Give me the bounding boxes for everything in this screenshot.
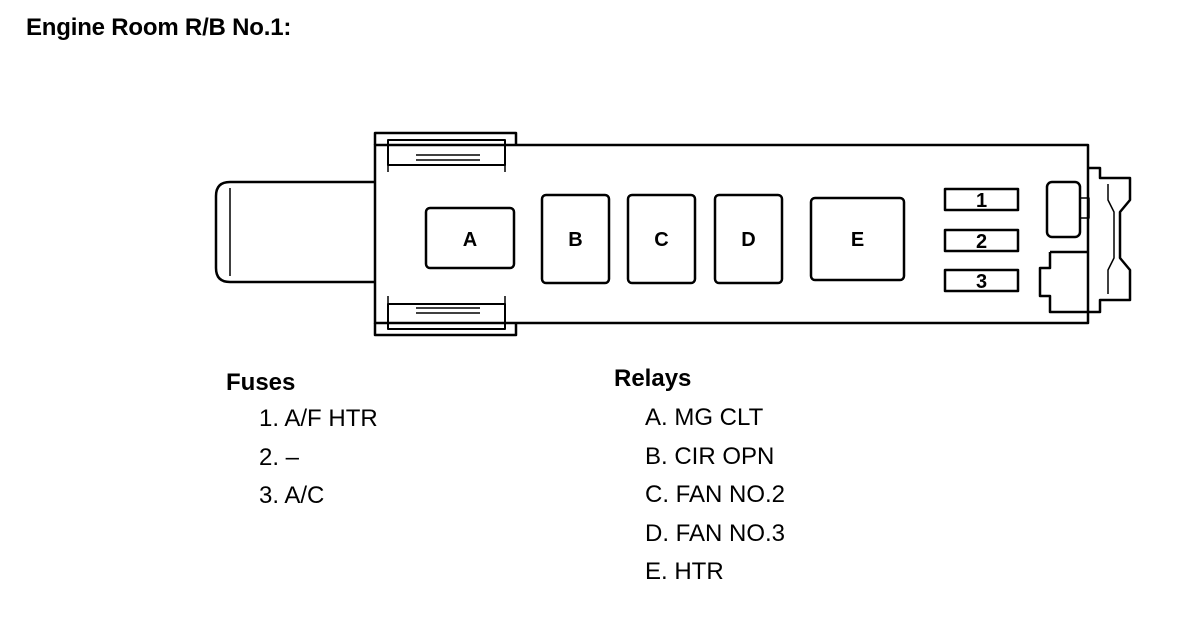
- fuse-item: 2. –: [259, 443, 300, 471]
- relays-list: A. MG CLT B. CIR OPN C. FAN NO.2 D. FAN …: [645, 399, 785, 592]
- fuses-list: 1. A/F HTR 2. – 3. A/C: [259, 400, 378, 516]
- bottom-latch: [373, 296, 518, 337]
- fuse-item: 1. A/F HTR: [259, 405, 378, 432]
- top-latch: [373, 131, 518, 172]
- relay-label-b: B: [568, 229, 582, 251]
- relay-item: B. CIR OPN: [645, 442, 775, 470]
- relay-box-d: [713, 193, 784, 285]
- fuse-slot-3: [943, 268, 1020, 293]
- relay-box-b: [540, 193, 611, 285]
- fuse-slot-1: [943, 187, 1020, 212]
- left-connector: [214, 180, 375, 284]
- page-title: Engine Room R/B No.1:: [26, 14, 292, 41]
- fuse-slot-label-3: 3: [976, 271, 987, 293]
- relay-box-a: [424, 206, 516, 270]
- relay-box-c: [626, 193, 697, 285]
- fuse-slot-2: [943, 228, 1020, 253]
- relays-heading: Relays: [614, 365, 692, 392]
- relay-item: E. HTR: [645, 558, 724, 585]
- relay-item: C. FAN NO.2: [645, 481, 786, 508]
- fuse-item: 3. A/C: [259, 482, 325, 509]
- fuse-slot-label-1: 1: [976, 190, 987, 212]
- relay-label-d: D: [741, 229, 755, 251]
- relay-item: A. MG CLT: [645, 404, 764, 431]
- relay-label-e: E: [851, 229, 864, 251]
- relay-box-e: [809, 196, 906, 282]
- fuse-slot-label-2: 2: [976, 231, 987, 253]
- relay-label-a: A: [463, 229, 477, 251]
- relay-item: D. FAN NO.3: [645, 519, 786, 547]
- right-clip: [1038, 166, 1132, 314]
- fuses-heading: Fuses: [226, 369, 296, 396]
- relay-label-c: C: [654, 229, 668, 251]
